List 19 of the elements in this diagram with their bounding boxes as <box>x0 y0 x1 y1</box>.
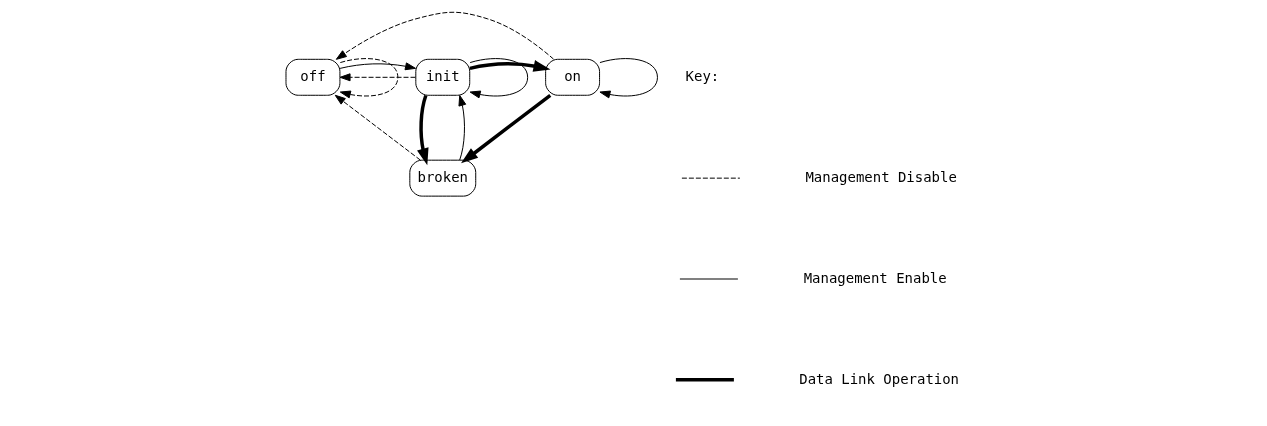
arrow <box>598 58 658 99</box>
arrow <box>460 93 551 164</box>
arrow <box>339 73 416 82</box>
arrow <box>334 94 421 161</box>
node-box: off <box>285 58 340 96</box>
arrow <box>339 62 416 71</box>
arrow <box>469 58 528 99</box>
arrow <box>457 95 466 161</box>
legend-label: Data Link Operation <box>798 370 959 387</box>
arrow <box>469 60 550 72</box>
node-box: init <box>414 58 470 96</box>
legend-label: Management Enable <box>803 269 947 286</box>
node-box: broken <box>408 159 476 197</box>
arrow <box>335 11 554 60</box>
label: Key: <box>685 67 719 84</box>
node-box: on <box>544 58 600 96</box>
arrow <box>339 58 398 99</box>
legend-label: Management Disable <box>804 168 957 185</box>
arrow <box>416 94 429 166</box>
